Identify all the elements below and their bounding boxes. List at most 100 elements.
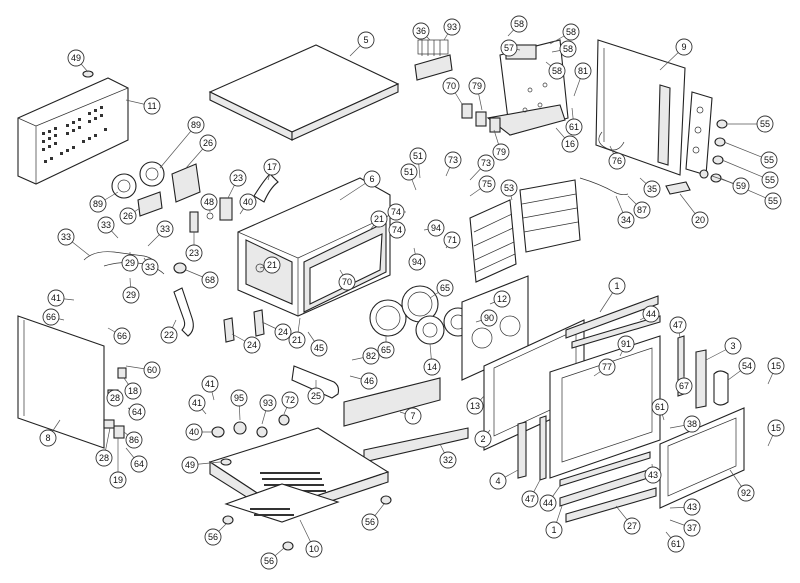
callout-bubble: [761, 171, 779, 189]
callout-label: 21: [292, 335, 302, 345]
callout-label: 60: [147, 365, 157, 375]
part-tube-22: [173, 287, 194, 337]
part-hose-17: [253, 173, 279, 203]
part-wire-34: [579, 177, 629, 196]
callout-bubble: [617, 211, 635, 229]
callout-bubble: [669, 316, 687, 334]
callout-label: 51: [404, 167, 414, 177]
callout-58a: 58: [507, 15, 528, 37]
callout-89a: 89: [159, 116, 205, 169]
callout-16: 16: [555, 127, 579, 153]
callout-label: 61: [671, 539, 681, 549]
callout-label: 66: [117, 331, 127, 341]
callout-bubble: [683, 519, 701, 537]
callout-bubble: [260, 552, 278, 570]
callout-label: 27: [627, 521, 637, 531]
callout-74b: 74: [388, 221, 406, 239]
callout-28b: 28: [95, 427, 113, 467]
callout-bubble: [756, 115, 774, 133]
callout-bubble: [281, 391, 299, 409]
callout-bubble: [338, 273, 356, 291]
callout-label: 40: [189, 427, 199, 437]
callout-label: 2: [480, 434, 485, 444]
part-foot-b: [282, 541, 294, 551]
callout-bubble: [548, 62, 566, 80]
part-wire-76: [598, 131, 625, 151]
callout-bubble: [143, 361, 161, 379]
callout-label: 56: [208, 532, 218, 542]
part-grommet-top: [82, 70, 94, 78]
callout-label: 24: [247, 340, 257, 350]
callout-label: 41: [205, 379, 215, 389]
callout-bubble: [370, 210, 388, 228]
callout-bubble: [201, 375, 219, 393]
callout-bubble: [764, 192, 782, 210]
part-grommet-49b: [220, 458, 232, 466]
callout-25: 25: [307, 380, 325, 405]
callout-bubble: [691, 211, 709, 229]
callout-35: 35: [639, 177, 661, 198]
callout-label: 59: [736, 181, 746, 191]
part-valve-68: [173, 262, 187, 274]
callout-33b: 33: [97, 216, 119, 239]
callout-79b: 79: [492, 129, 510, 161]
callout-55a: 55: [728, 115, 774, 133]
callout-label: 26: [203, 138, 213, 148]
callout-bubble: [124, 382, 142, 400]
callout-label: 43: [648, 470, 658, 480]
callout-leader: [721, 159, 771, 181]
callout-label: 47: [525, 494, 535, 504]
callout-60: 60: [125, 361, 161, 379]
callout-3: 3: [705, 337, 742, 361]
callout-bubble: [122, 286, 140, 304]
callout-bubble: [565, 118, 583, 136]
callout-bubble: [608, 277, 626, 295]
callout-label: 94: [412, 257, 422, 267]
callout-label: 12: [497, 294, 507, 304]
callout-label: 55: [765, 175, 775, 185]
callout-label: 23: [233, 173, 243, 183]
callout-label: 25: [311, 391, 321, 401]
callout-label: 16: [565, 139, 575, 149]
callout-bubble: [95, 449, 113, 467]
callout-label: 40: [243, 197, 253, 207]
callout-label: 93: [263, 398, 273, 408]
callout-bubble: [263, 158, 281, 176]
callout-91: 91: [617, 335, 635, 357]
callout-12: 12: [489, 290, 511, 308]
callout-26b: 26: [119, 207, 141, 225]
part-strip-7: [343, 377, 441, 427]
callout-bubble: [767, 357, 785, 375]
callout-bubble: [489, 472, 507, 490]
callout-65b: 65: [377, 336, 395, 359]
callout-label: 21: [267, 260, 277, 270]
callout-label: 91: [621, 339, 631, 349]
callout-bubble: [363, 170, 381, 188]
callout-label: 72: [285, 395, 295, 405]
callout-6: 6: [339, 170, 381, 201]
callout-bubble: [160, 326, 178, 344]
callout-bubble: [305, 540, 323, 558]
callout-label: 81: [578, 66, 588, 76]
callout-bubble: [500, 39, 518, 57]
parts-layer: [17, 39, 745, 551]
callout-93b: 93: [259, 394, 277, 425]
callout-bubble: [362, 347, 380, 365]
callout-label: 89: [93, 199, 103, 209]
callout-label: 82: [366, 351, 376, 361]
part-trim-44-bottom: [559, 451, 651, 487]
callout-bubble: [760, 151, 778, 169]
callout-bubble: [738, 357, 756, 375]
callout-bubble: [683, 415, 701, 433]
callout-label: 15: [771, 423, 781, 433]
callout-2: 2: [474, 429, 492, 448]
callout-75: 75: [469, 175, 496, 197]
callout-54: 54: [727, 357, 756, 381]
callout-label: 8: [45, 433, 50, 443]
part-bracket-23b: [189, 211, 199, 233]
callout-53: 53: [500, 179, 518, 201]
part-hinge-strip: [695, 349, 707, 409]
callout-bubble: [274, 323, 292, 341]
callout-label: 94: [431, 223, 441, 233]
